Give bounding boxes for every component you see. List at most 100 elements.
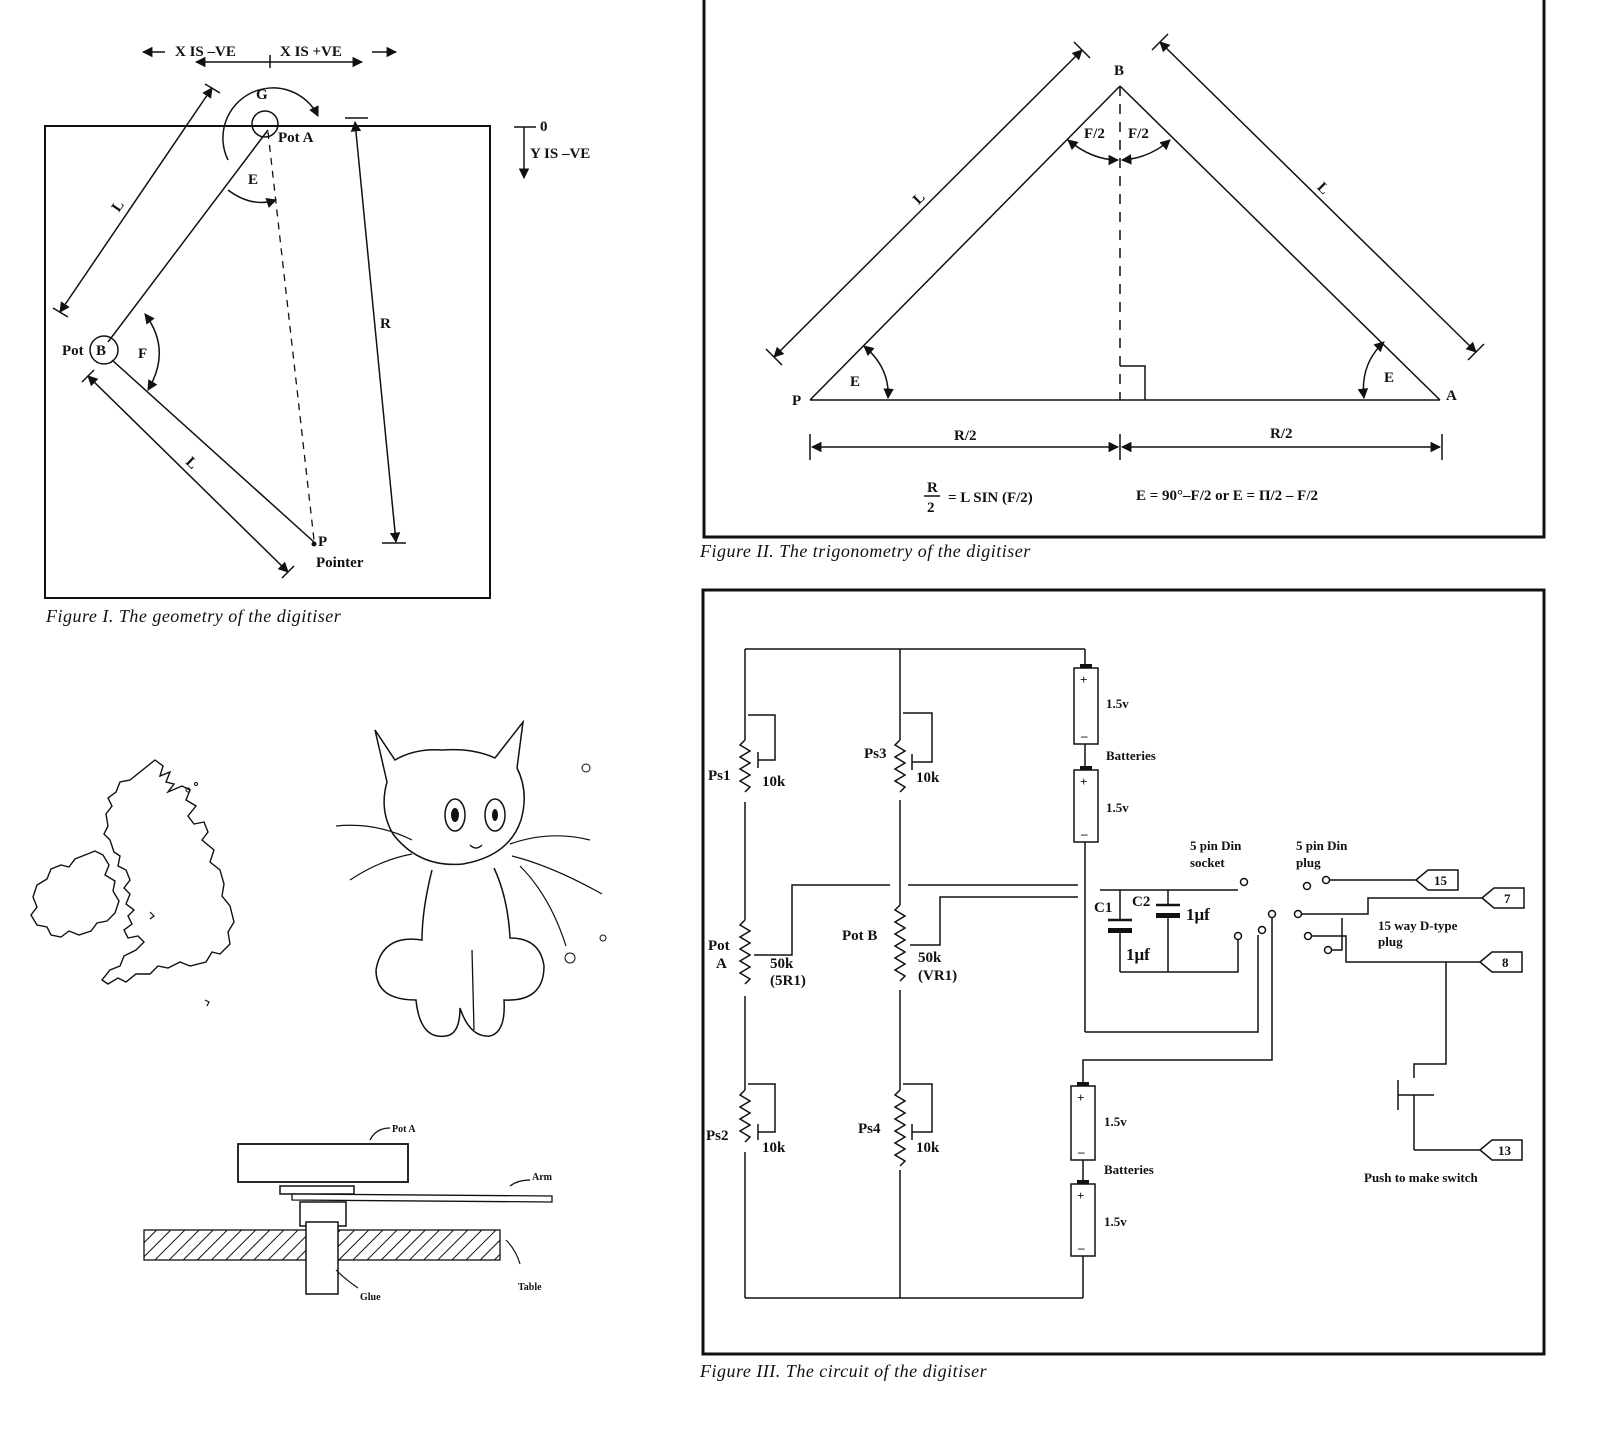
pot-a-resistor <box>738 919 752 985</box>
ps1-wiper <box>748 714 776 761</box>
vertex-b: B <box>1114 63 1124 79</box>
pot-b-value: 50k <box>918 950 942 966</box>
arm-leader <box>509 1179 531 1187</box>
vertex-a: A <box>1446 388 1457 404</box>
r-label: R <box>380 316 391 332</box>
battery-1-plus: + <box>1080 672 1087 687</box>
v-label-1: 1.5v <box>1106 696 1129 711</box>
cat-eye-right <box>484 798 506 832</box>
push-switch-label: Push to make switch <box>1364 1170 1479 1185</box>
battery-2-terminal <box>1080 766 1092 770</box>
battery-4-terminal <box>1077 1180 1089 1184</box>
pot-a-body <box>237 1143 409 1183</box>
dim-l-right-tick-a <box>1151 33 1169 51</box>
e-arc-left <box>863 345 894 400</box>
cat-scribble-1 <box>564 952 576 964</box>
arm-upper <box>107 129 269 343</box>
pot-a-leader <box>369 1127 391 1141</box>
pot-b-circle <box>89 335 119 365</box>
ps2-label: Ps2 <box>706 1128 729 1144</box>
formula-r-num: R <box>927 480 938 496</box>
pot-mount-diagram: Pot A Arm Table Glue <box>143 1124 553 1303</box>
fig3-frame <box>701 588 1546 1356</box>
dim-l-lower <box>87 375 289 573</box>
pot-a-ref: (5R1) <box>770 973 806 989</box>
v-label-2: 1.5v <box>1106 800 1129 815</box>
din-socket-label-1: 5 pin Din <box>1190 838 1242 853</box>
wire-pin-7 <box>1302 897 1482 915</box>
ps4-resistor <box>893 1089 907 1167</box>
map-orkney-1 <box>185 787 191 793</box>
pot-b-prefix: Pot <box>62 343 84 359</box>
pot-a-label-2: A <box>716 956 727 972</box>
angle-e-arc <box>227 189 277 208</box>
fig2-frame <box>702 0 1546 539</box>
din-plug-pin-2 <box>1321 875 1331 885</box>
ps3-wiper <box>903 712 933 763</box>
glue-leader <box>335 1269 359 1289</box>
switch-top-wire <box>1413 962 1447 1078</box>
din-plug-pin-5 <box>1323 945 1333 955</box>
din-plug-label-1: 5 pin Din <box>1296 838 1348 853</box>
v-label-3: 1.5v <box>1104 1114 1127 1129</box>
c2-label: C2 <box>1132 894 1150 910</box>
pot-b-ref: (VR1) <box>918 968 957 984</box>
side-ba <box>1119 85 1441 401</box>
pointer-label: Pointer <box>316 555 364 571</box>
l-label-upper: L <box>109 198 128 215</box>
figure-1-geometry: X IS –VE X IS +VE 0 Y IS –VE G Pot A L E… <box>44 44 590 599</box>
pot-b-wiper <box>910 896 1078 946</box>
c1-plate-bottom <box>1108 928 1132 933</box>
cat-scribble-3 <box>599 934 607 942</box>
battery-3-minus: – <box>1077 1144 1085 1159</box>
connector-8 <box>1478 951 1523 973</box>
arm-lower <box>111 359 315 543</box>
pot-nut <box>279 1185 355 1195</box>
mount-glue-label: Glue <box>360 1292 381 1303</box>
lower-batt-wire <box>1082 918 1273 1082</box>
mount-arm-label: Arm <box>532 1172 553 1183</box>
pot-a-label-1: Pot <box>708 938 730 954</box>
dim-l-left-tick-b <box>1073 41 1091 59</box>
batteries-label-1: Batteries <box>1106 748 1156 763</box>
ps2-wiper <box>748 1083 776 1133</box>
pot-a-label: Pot A <box>278 130 314 146</box>
y-neg-label: Y IS –VE <box>530 146 590 162</box>
battery-2-minus: – <box>1080 826 1088 841</box>
din-socket-pin-3 <box>1233 931 1243 941</box>
battery-2-plus: + <box>1080 774 1087 789</box>
ps2-value: 10k <box>762 1140 786 1156</box>
map-great-britain <box>100 759 235 985</box>
fig1-frame <box>44 125 491 599</box>
ps4-value: 10k <box>916 1140 940 1156</box>
g-label: G <box>256 87 268 103</box>
dim-l-right <box>1159 41 1477 353</box>
ps3-label: Ps3 <box>864 746 887 762</box>
dashed-r-line <box>267 131 315 541</box>
wire-junction <box>1331 918 1343 951</box>
wire-pin-8 <box>1312 935 1480 963</box>
f-label: F <box>138 346 147 362</box>
din-socket-pin-1 <box>1239 877 1249 887</box>
din-plug-pin-3 <box>1293 909 1303 919</box>
dtype-label-2: plug <box>1378 934 1403 949</box>
cat-leg-line <box>471 949 475 1031</box>
map-isle-of-man <box>149 911 155 920</box>
battery-4-minus: – <box>1077 1240 1085 1255</box>
mount-table-label: Table <box>518 1282 542 1293</box>
vertex-p: P <box>792 393 801 409</box>
r-half-left: R/2 <box>954 428 977 444</box>
ps1-resistor <box>738 739 752 793</box>
e-label-right: E <box>1384 370 1394 386</box>
cat-body <box>375 867 545 1038</box>
c2-plate-bottom <box>1156 913 1180 918</box>
p-label: P <box>318 534 327 550</box>
dim-l-left-tick-a <box>765 348 783 366</box>
din-gnd-wire <box>1085 935 1259 1033</box>
mount-pot-a-label: Pot A <box>392 1124 416 1135</box>
battery-3-plus: + <box>1077 1090 1084 1105</box>
cat-whiskers <box>335 824 603 947</box>
dim-l-upper-tick-b <box>52 307 69 318</box>
din-socket-label-2: socket <box>1190 855 1225 870</box>
din-plug-pin-4 <box>1303 931 1313 941</box>
